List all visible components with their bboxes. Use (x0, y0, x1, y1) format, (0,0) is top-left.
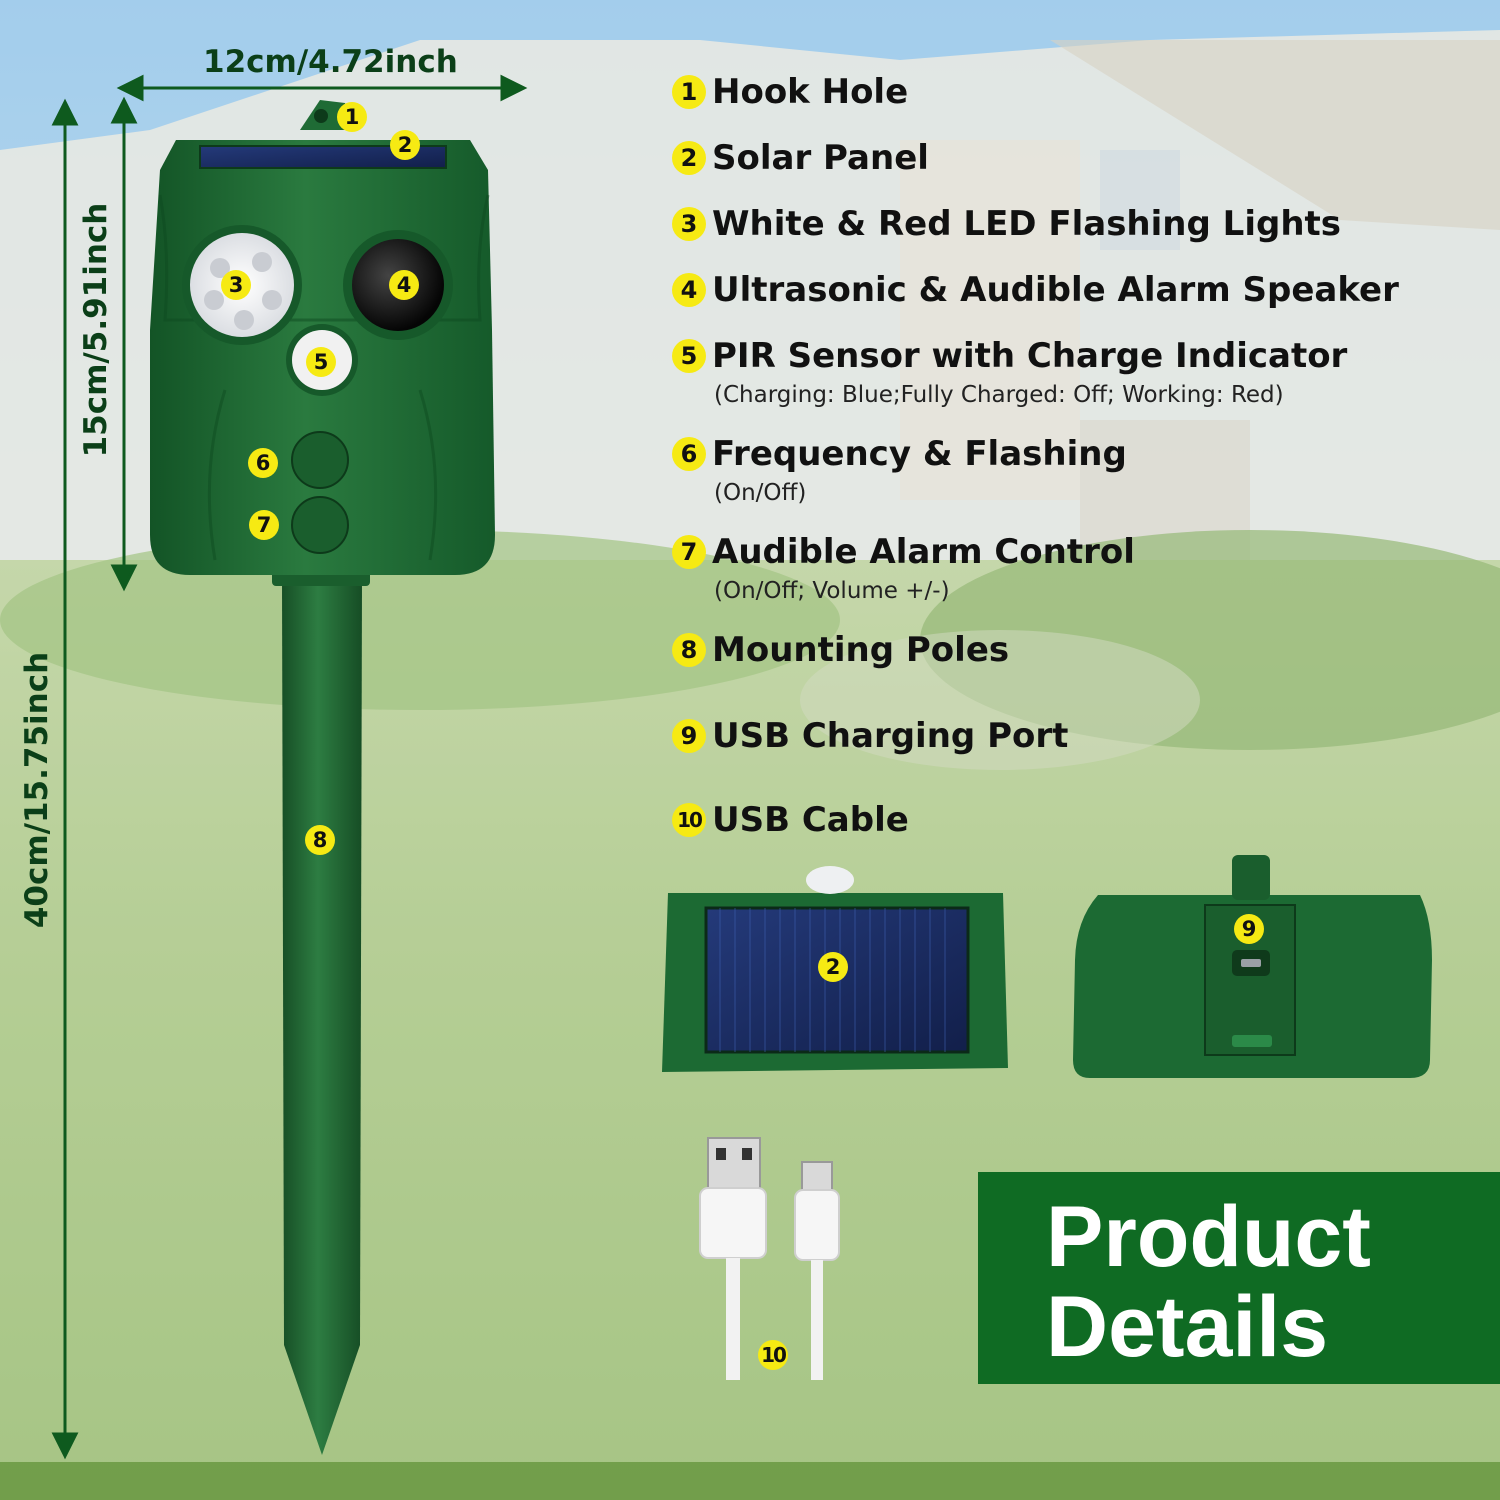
callout-10-usb-cable: 10 (758, 1340, 788, 1370)
feature-subtitle: (On/Off) (714, 480, 807, 506)
feature-number: 5 (672, 339, 706, 373)
feature-number: 10 (672, 803, 706, 837)
callout-2-solar-panel: 2 (390, 130, 420, 160)
charging-base-module (1073, 855, 1432, 1078)
banner-line-2: Details (1046, 1279, 1329, 1375)
product-details-banner: Product Details (978, 1172, 1500, 1384)
callout-7-alarm-control: 7 (249, 510, 279, 540)
feature-subtitle: (Charging: Blue;Fully Charged: Off; Work… (714, 382, 1284, 408)
width-dimension-arrow (116, 74, 528, 102)
callout-9-usb-port: 9 (1234, 914, 1264, 944)
feature-number: 8 (672, 633, 706, 667)
callout-2-solar-module: 2 (818, 952, 848, 982)
feature-number: 3 (672, 207, 706, 241)
feature-title: Solar Panel (712, 138, 929, 178)
feature-title: Hook Hole (712, 72, 909, 112)
head-height-dimension-arrow (110, 96, 138, 592)
feature-title: White & Red LED Flashing Lights (712, 204, 1342, 244)
usb-cable (699, 1137, 840, 1380)
feature-number: 1 (672, 75, 706, 109)
mounting-pole (272, 568, 370, 1455)
feature-title: Mounting Poles (712, 630, 1010, 670)
feature-title: USB Charging Port (712, 716, 1069, 756)
callout-4-speaker: 4 (389, 270, 419, 300)
callout-8-mounting-pole: 8 (305, 825, 335, 855)
total-height-dimension-label: 40cm/15.75inch (19, 651, 55, 929)
feature-title: Audible Alarm Control (712, 532, 1135, 572)
callout-1-hook-hole: 1 (337, 102, 367, 132)
banner-line-1: Product (1046, 1189, 1371, 1285)
total-height-dimension-arrow (51, 98, 79, 1460)
callout-5-pir-sensor: 5 (306, 347, 336, 377)
feature-title: USB Cable (712, 800, 909, 840)
feature-number: 7 (672, 535, 706, 569)
feature-title: Frequency & Flashing (712, 434, 1127, 474)
head-height-dimension-label: 15cm/5.91inch (78, 202, 114, 458)
feature-title: PIR Sensor with Charge Indicator (712, 336, 1348, 376)
feature-number: 4 (672, 273, 706, 307)
width-dimension-label: 12cm/4.72inch (203, 44, 458, 80)
feature-title: Ultrasonic & Audible Alarm Speaker (712, 270, 1399, 310)
feature-number: 2 (672, 141, 706, 175)
solar-panel-module (662, 866, 1008, 1072)
feature-number: 6 (672, 437, 706, 471)
owl-device (150, 100, 495, 575)
feature-number: 9 (672, 719, 706, 753)
callout-3-led-lights: 3 (221, 270, 251, 300)
feature-subtitle: (On/Off; Volume +/-) (714, 578, 950, 604)
callout-6-frequency: 6 (248, 448, 278, 478)
